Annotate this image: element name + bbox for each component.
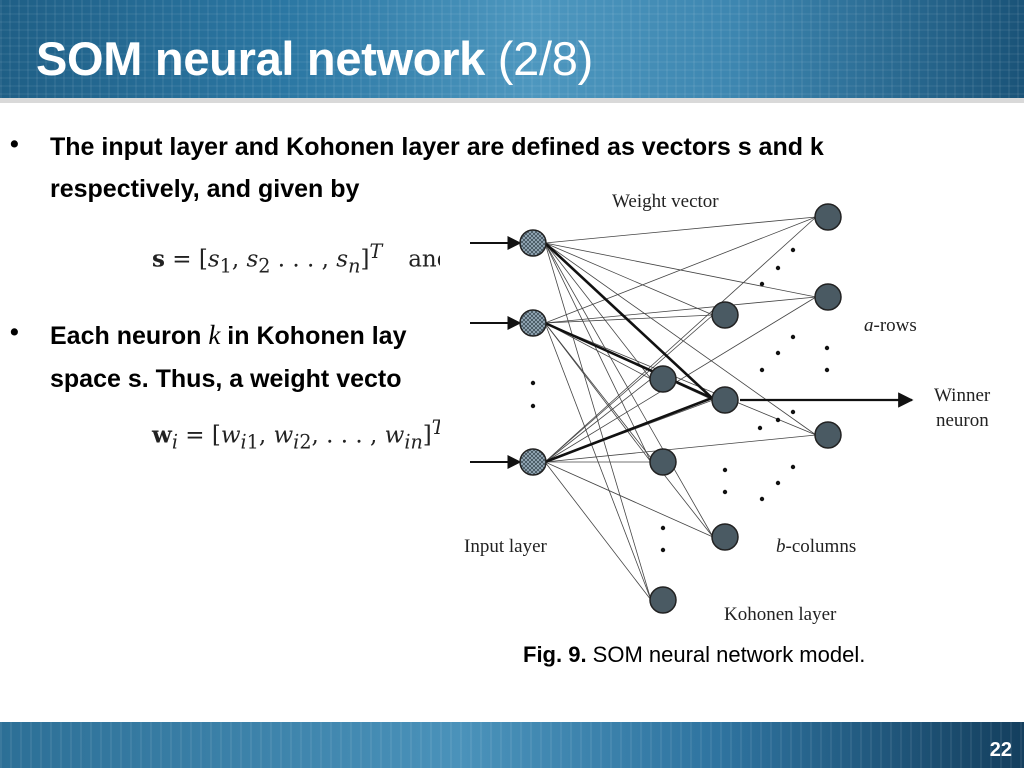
caption-text: SOM neural network model. [586, 642, 866, 667]
label-weight-vector: Weight vector [612, 191, 719, 212]
kohonen-neuron-6 [649, 448, 677, 476]
connection-line [544, 322, 817, 436]
slide-header: SOM neural network (2/8) [0, 0, 1024, 103]
connection-line [544, 314, 714, 324]
label-kohonen-layer: Kohonen layer [724, 604, 837, 625]
input-neuron-2 [519, 309, 547, 337]
label-a-rows: a-rows [864, 315, 917, 336]
winner-connection-line [544, 242, 713, 399]
title-part: (2/8) [497, 32, 593, 85]
label-winner-line-2: neuron [936, 410, 989, 431]
connection-line [544, 216, 817, 324]
figure-caption: Fig. 9. SOM neural network model. [523, 642, 865, 668]
winner-connections [544, 242, 713, 464]
kohonen-neuron-5 [814, 421, 842, 449]
connection-line [544, 322, 652, 463]
kohonen-neuron-1 [814, 203, 842, 231]
kohonen-neuron-3 [711, 301, 739, 329]
ellipsis-dots [530, 247, 830, 553]
connection-line [544, 378, 652, 463]
winner-connection-line [544, 321, 713, 400]
label-input-layer: Input layer [464, 536, 548, 557]
bullet-2-post: in Kohonen lay [220, 322, 407, 350]
connection-line [544, 242, 652, 601]
input-neuron-1 [519, 229, 547, 257]
label-b-columns: b-columns [776, 536, 856, 557]
label-winner-line-1: Winner [934, 385, 991, 406]
connection-line [544, 296, 817, 463]
kohonen-neuron-8 [649, 586, 677, 614]
som-network-diagram: Weight vector a-rows Winner neuron Input… [464, 191, 991, 625]
connection-line [544, 216, 817, 244]
connection-line [544, 461, 652, 601]
connection-line [544, 461, 714, 538]
kohonen-neuron-7 [711, 523, 739, 551]
bullet-1-line-2: respectively, and given by [50, 175, 360, 203]
page-number: 22 [989, 739, 1012, 761]
connection-line [544, 242, 714, 538]
connection-line [544, 314, 714, 463]
bullet-1-line-1: The input layer and Kohonen layer are de… [50, 133, 824, 161]
kohonen-neuron-2 [814, 283, 842, 311]
connection-line [544, 242, 714, 316]
bullet-2-var: k [208, 320, 221, 350]
caption-label: Fig. 9. [523, 642, 587, 667]
bullet-marker-1: • [10, 130, 19, 158]
connection-line [544, 216, 817, 463]
connection-line [544, 296, 817, 324]
connection-line [544, 242, 652, 463]
slide-title: SOM neural network (2/8) [36, 30, 593, 88]
title-main: SOM neural network [36, 32, 486, 85]
kohonen-neuron-4 [649, 365, 677, 393]
input-neuron-3 [519, 448, 547, 476]
slide-footer [0, 722, 1024, 768]
kohonen-neuron-winner [711, 386, 739, 414]
bullet-2-pre: Each neuron [50, 322, 209, 350]
winner-connection-line [544, 396, 713, 464]
connection-line [544, 322, 652, 601]
bullet-2-line-2: space s. Thus, a weight vecto [50, 365, 402, 393]
som-network-figure: Weight vector a-rows Winner neuron Input… [440, 180, 1024, 630]
connection-line [544, 242, 652, 380]
bullet-marker-2: • [10, 318, 19, 346]
connection-line [544, 434, 817, 463]
bullet-2-line-1: Each neuron k in Kohonen lay [50, 314, 406, 357]
